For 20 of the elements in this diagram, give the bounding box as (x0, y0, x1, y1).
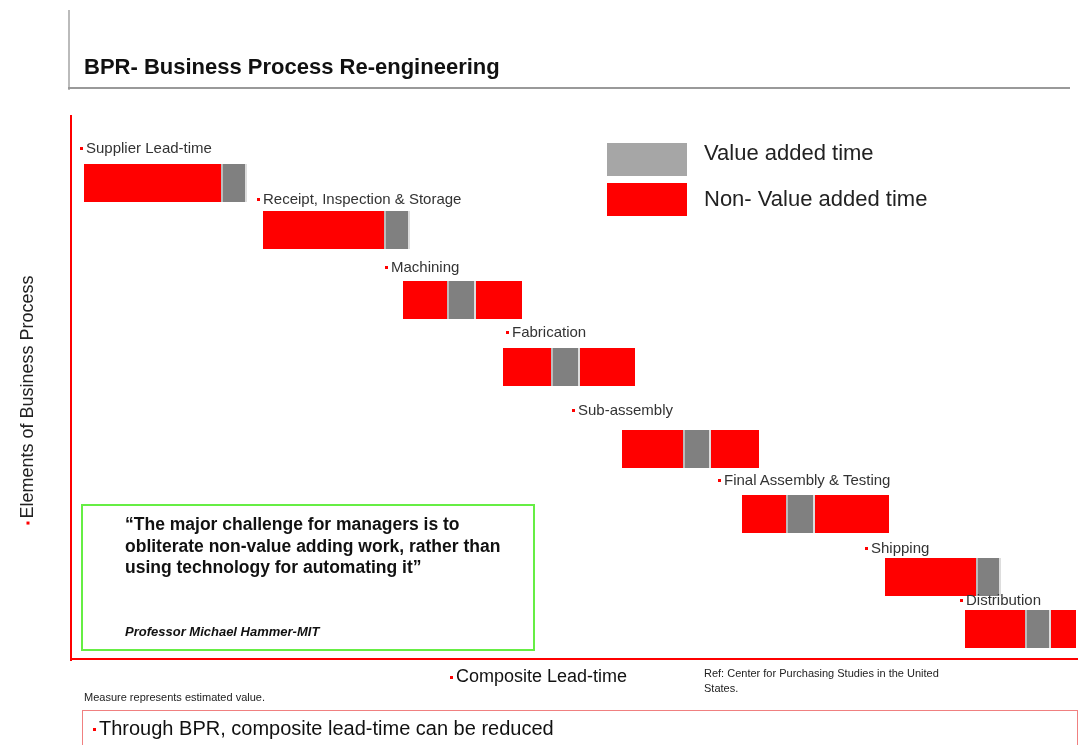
title: BPR- Business Process Re-engineering (84, 54, 500, 80)
stage-label: Fabrication (506, 323, 587, 340)
stage-label: Distribution (960, 591, 1042, 608)
x-axis-label: Composite Lead-time (450, 666, 628, 687)
stage-label: Shipping (865, 539, 930, 556)
stage-label: Machining (385, 258, 460, 275)
legend-label: Value added time (704, 140, 874, 166)
legend-label: Non- Value added time (704, 186, 928, 212)
quote-author: Professor Michael Hammer-MIT (125, 624, 320, 639)
quote-text: “The major challenge for managers is to obliterate non-value adding work, rather than using technology for automating it” (125, 514, 502, 579)
stage-label: Final Assembly & Testing (718, 471, 891, 488)
y-axis-label: Elements of Business Process (16, 275, 38, 525)
conclusion-text: Through BPR, composite lead-time can be reduced (93, 717, 554, 740)
stage-label: Supplier Lead-time (80, 139, 212, 156)
reference-note: Ref: Center for Purchasing Studies in the United States. (704, 666, 940, 696)
conclusion-box (82, 710, 1078, 745)
stage-label: Receipt, Inspection & Storage (257, 190, 462, 207)
note: Measure represents estimated value. (84, 690, 265, 705)
quote-box (81, 504, 535, 651)
stage-label: Sub-assembly (572, 401, 674, 418)
